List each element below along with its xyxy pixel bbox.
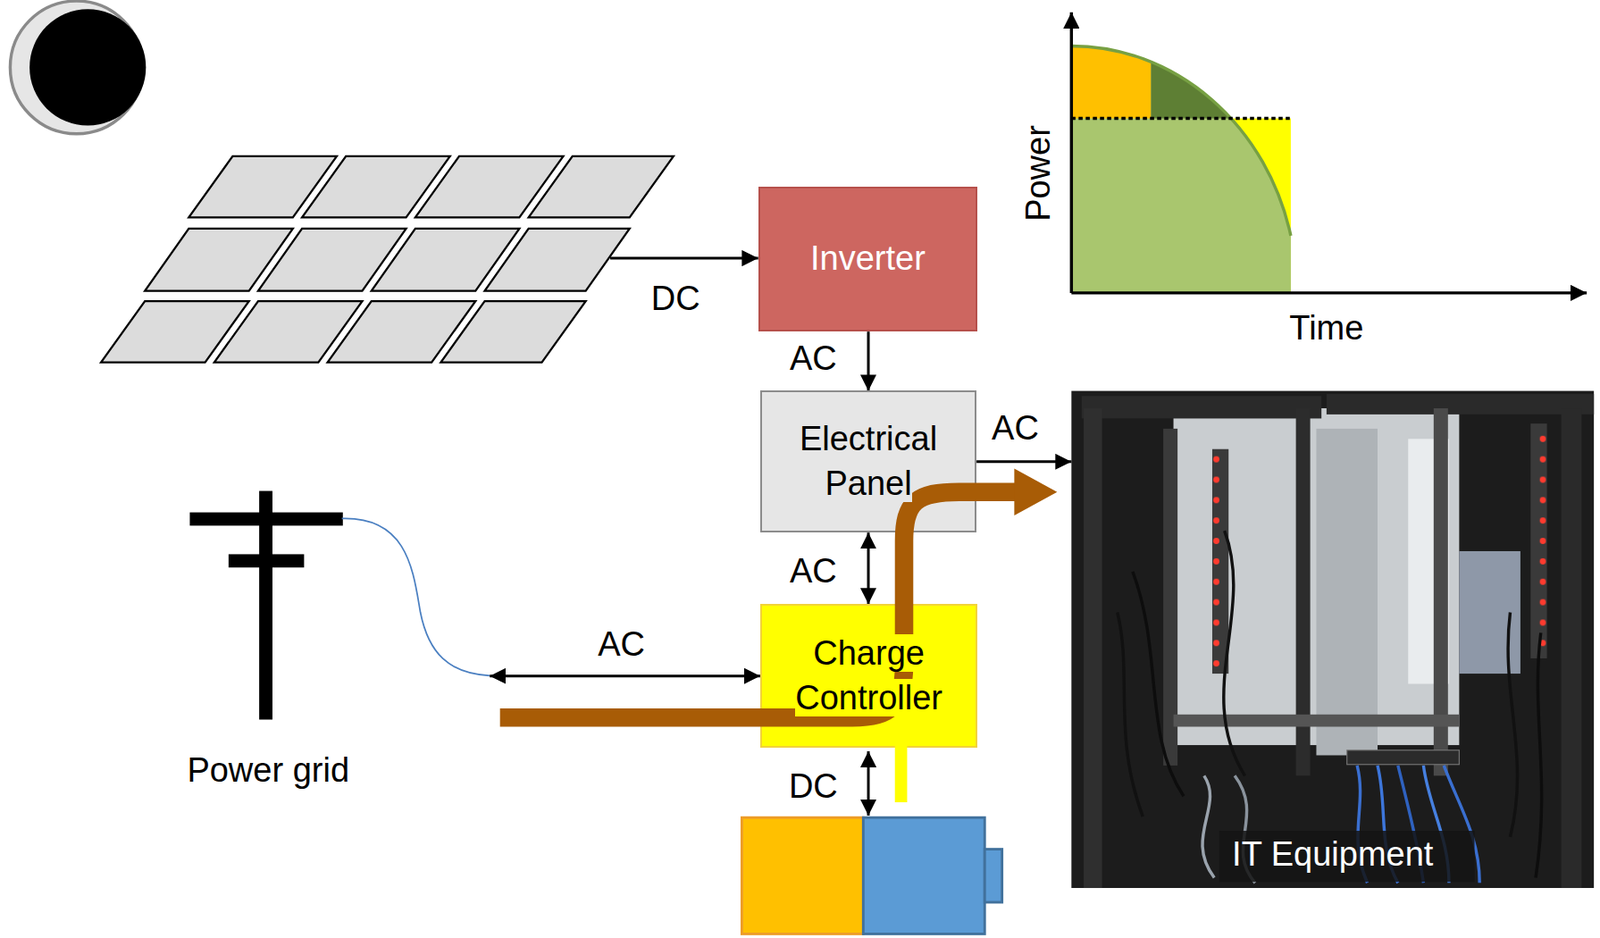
- node-text: Inverter: [810, 239, 926, 277]
- grid-power-flow-arrowhead: [1013, 468, 1057, 516]
- dc-arrow: [610, 257, 759, 260]
- solar-panel-array: [100, 156, 674, 363]
- electrical-panel-box: Electrical Panel: [760, 390, 977, 533]
- power-connector: [976, 460, 1072, 463]
- node-text: Electrical Panel: [799, 419, 938, 502]
- axis-label-anchor: Power: [1016, 125, 1061, 222]
- current-type-label: DC: [788, 767, 838, 805]
- it-equipment-node: IT Equipment: [1071, 390, 1594, 888]
- power-connector: [489, 674, 761, 678]
- edge-label-anchor: AC: [597, 622, 646, 667]
- text-wrap: Power grid: [173, 748, 363, 793]
- axis-label-anchor: Time: [1289, 306, 1364, 351]
- current-type-label-anchor: DC: [788, 764, 838, 809]
- node-text: IT Equipment: [1231, 835, 1433, 873]
- edge-label: AC: [597, 625, 646, 663]
- node-text: Power grid: [186, 751, 350, 789]
- edge-label: AC: [789, 552, 838, 590]
- edge-label-anchor: AC: [789, 549, 838, 594]
- edge-label: AC: [991, 409, 1039, 447]
- current-type-label-anchor: DC: [651, 276, 701, 321]
- edge-label: AC: [789, 339, 838, 377]
- text-wrap: Inverter: [760, 236, 977, 281]
- grid-wire: [342, 518, 491, 676]
- battery-icon: [741, 817, 1002, 934]
- grid-power-flow-arrow: [500, 492, 1019, 719]
- axis-label: Time: [1289, 309, 1364, 347]
- power-grid-node: Power grid: [173, 479, 490, 796]
- axis-label: Power: [1019, 125, 1057, 222]
- dc-arrow: [867, 751, 871, 816]
- current-type-label: DC: [651, 279, 701, 318]
- power-time-chart: [1071, 12, 1587, 294]
- text-wrap: Electrical Panel: [762, 417, 975, 506]
- moon-icon: [9, 0, 146, 135]
- power-connector: [867, 532, 871, 604]
- inverter-box: Inverter: [758, 186, 979, 332]
- text-wrap: IT Equipment: [1071, 832, 1594, 877]
- power-connector: [867, 331, 871, 391]
- edge-label-anchor: AC: [789, 336, 838, 381]
- edge-label-anchor: AC: [991, 406, 1039, 451]
- text-wrap: Charge Controller: [762, 631, 976, 721]
- node-text: Charge Controller: [795, 634, 943, 716]
- charge-controller-box: Charge Controller: [760, 603, 978, 748]
- power-pole-icon: [189, 491, 343, 721]
- battery-flow-bar: [895, 714, 908, 803]
- it-equipment-photo: [1071, 391, 1594, 888]
